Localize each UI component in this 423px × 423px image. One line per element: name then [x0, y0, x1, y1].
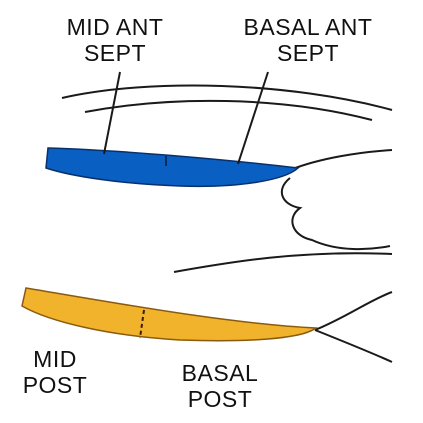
aortic-root-outline [282, 150, 392, 249]
label-basal-ant-sept: BASAL ANT SEPT [208, 14, 408, 66]
label-mid-ant-sept-line2: SEPT [40, 40, 190, 66]
posterior-wall-segment [22, 288, 316, 341]
rv-wall-inner-line [85, 101, 372, 120]
label-basal-ant-sept-line2: SEPT [208, 40, 408, 66]
label-basal-ant-sept-line1: BASAL ANT [208, 14, 408, 40]
mitral-leaflet-line [174, 253, 392, 272]
leader-line-mid-ant-sept [104, 72, 120, 154]
label-basal-post: BASAL POST [165, 360, 275, 412]
posterior-atrial-line-2 [315, 330, 392, 362]
label-mid-post: MID POST [0, 346, 110, 398]
label-basal-post-line1: BASAL [165, 360, 275, 386]
label-mid-post-line2: POST [0, 372, 110, 398]
posterior-atrial-line [315, 292, 392, 330]
label-mid-post-line1: MID [0, 346, 110, 372]
label-mid-ant-sept-line1: MID ANT [40, 14, 190, 40]
label-mid-ant-sept: MID ANT SEPT [40, 14, 190, 66]
leader-line-basal-ant-sept [238, 72, 268, 164]
label-basal-post-line2: POST [165, 386, 275, 412]
septum-segment [46, 148, 298, 186]
rv-wall-outer-line [62, 86, 392, 111]
